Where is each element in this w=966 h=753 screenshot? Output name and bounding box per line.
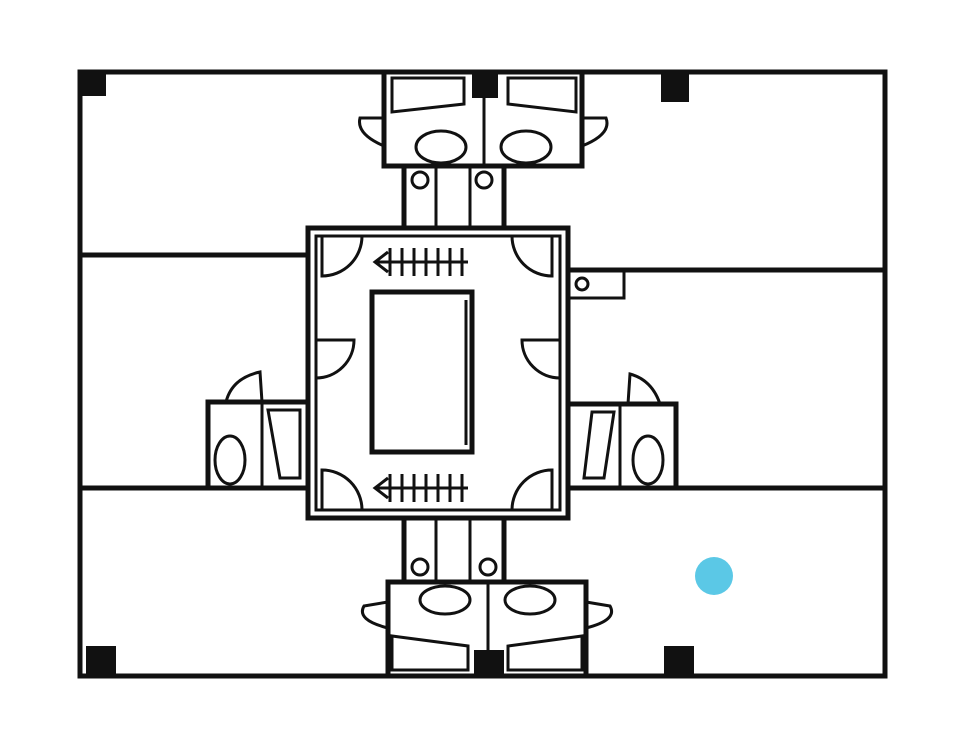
location-marker[interactable] (695, 557, 733, 595)
washroom-block-right (565, 372, 679, 491)
column-top-right (661, 72, 689, 102)
column-bottom-left (86, 646, 116, 676)
column-bottom-right (664, 646, 694, 676)
washroom-block-left (205, 370, 311, 491)
elevator-shaft (369, 289, 475, 455)
door-mid-right (520, 338, 561, 380)
washroom-block-bottom (361, 515, 613, 679)
door-top-right (510, 235, 554, 278)
door-mid-left (315, 338, 356, 380)
door-top-left (320, 235, 364, 278)
column-top-left (80, 72, 106, 96)
partition-walls (77, 252, 888, 491)
central-core (305, 225, 571, 521)
core-inner-wall (314, 234, 562, 512)
stair-top (372, 248, 468, 276)
washroom-block-top (358, 69, 609, 231)
door-bottom-left (320, 468, 364, 511)
door-swings (315, 235, 561, 511)
utility-box (566, 268, 626, 300)
door-bottom-right (510, 468, 554, 511)
outer-walls (77, 69, 888, 679)
stair-bottom (372, 474, 468, 502)
